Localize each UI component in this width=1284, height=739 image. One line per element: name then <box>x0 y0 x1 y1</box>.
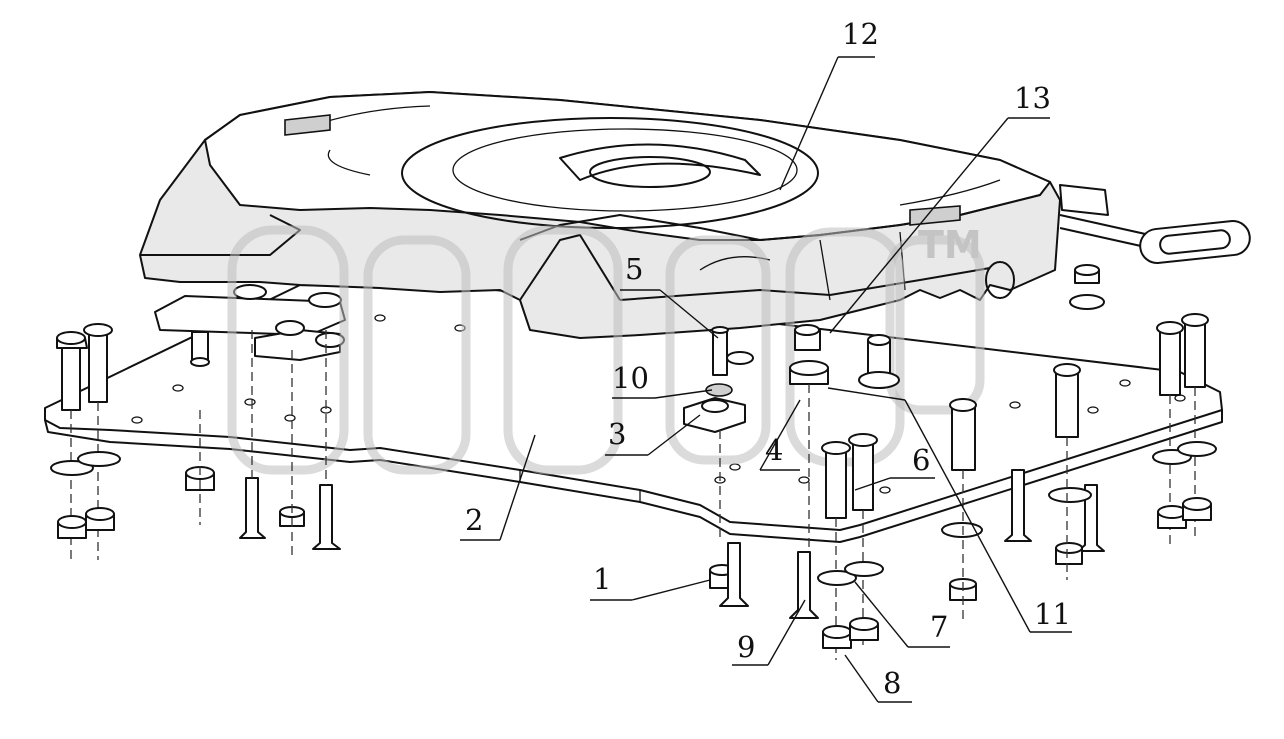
callout-3: 3 <box>608 417 626 451</box>
callout-8: 8 <box>883 666 901 700</box>
lower-center-fasteners <box>709 398 983 660</box>
watermark-tm: TM <box>918 223 982 267</box>
callout-13: 13 <box>1014 81 1051 115</box>
callout-11: 11 <box>1034 597 1071 631</box>
callout-10: 10 <box>612 361 649 395</box>
callout-2: 2 <box>465 503 483 537</box>
callout-5: 5 <box>625 252 643 286</box>
release-handle <box>1059 184 1251 264</box>
csk-bolts-left <box>185 330 341 555</box>
callouts: 12 13 5 10 3 4 2 6 1 9 7 8 11 <box>465 17 1071 700</box>
callout-6: 6 <box>912 443 930 477</box>
bolts-right <box>1004 264 1217 580</box>
callout-9: 9 <box>737 630 755 664</box>
callout-12: 12 <box>842 17 879 51</box>
callout-4: 4 <box>765 433 783 467</box>
callout-1: 1 <box>593 562 611 596</box>
leader-lines <box>460 56 1072 703</box>
callout-7: 7 <box>930 610 948 644</box>
bolts-left <box>50 323 121 560</box>
center-parts <box>683 324 900 550</box>
